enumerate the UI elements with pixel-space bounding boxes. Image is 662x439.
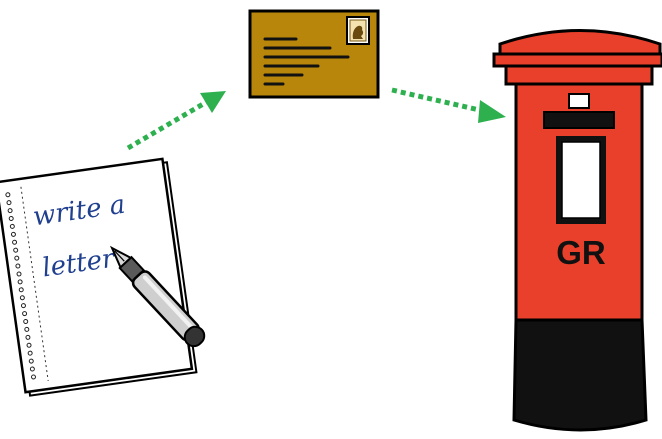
arrow-icon: [392, 90, 506, 123]
postbox-icon: GR: [494, 31, 662, 431]
stamp-icon: [347, 17, 369, 44]
arrow-icon: [128, 91, 226, 148]
postbox-cipher: GR: [556, 234, 606, 271]
notepad-icon: write a letter: [0, 158, 196, 396]
envelope-icon: [250, 11, 378, 97]
